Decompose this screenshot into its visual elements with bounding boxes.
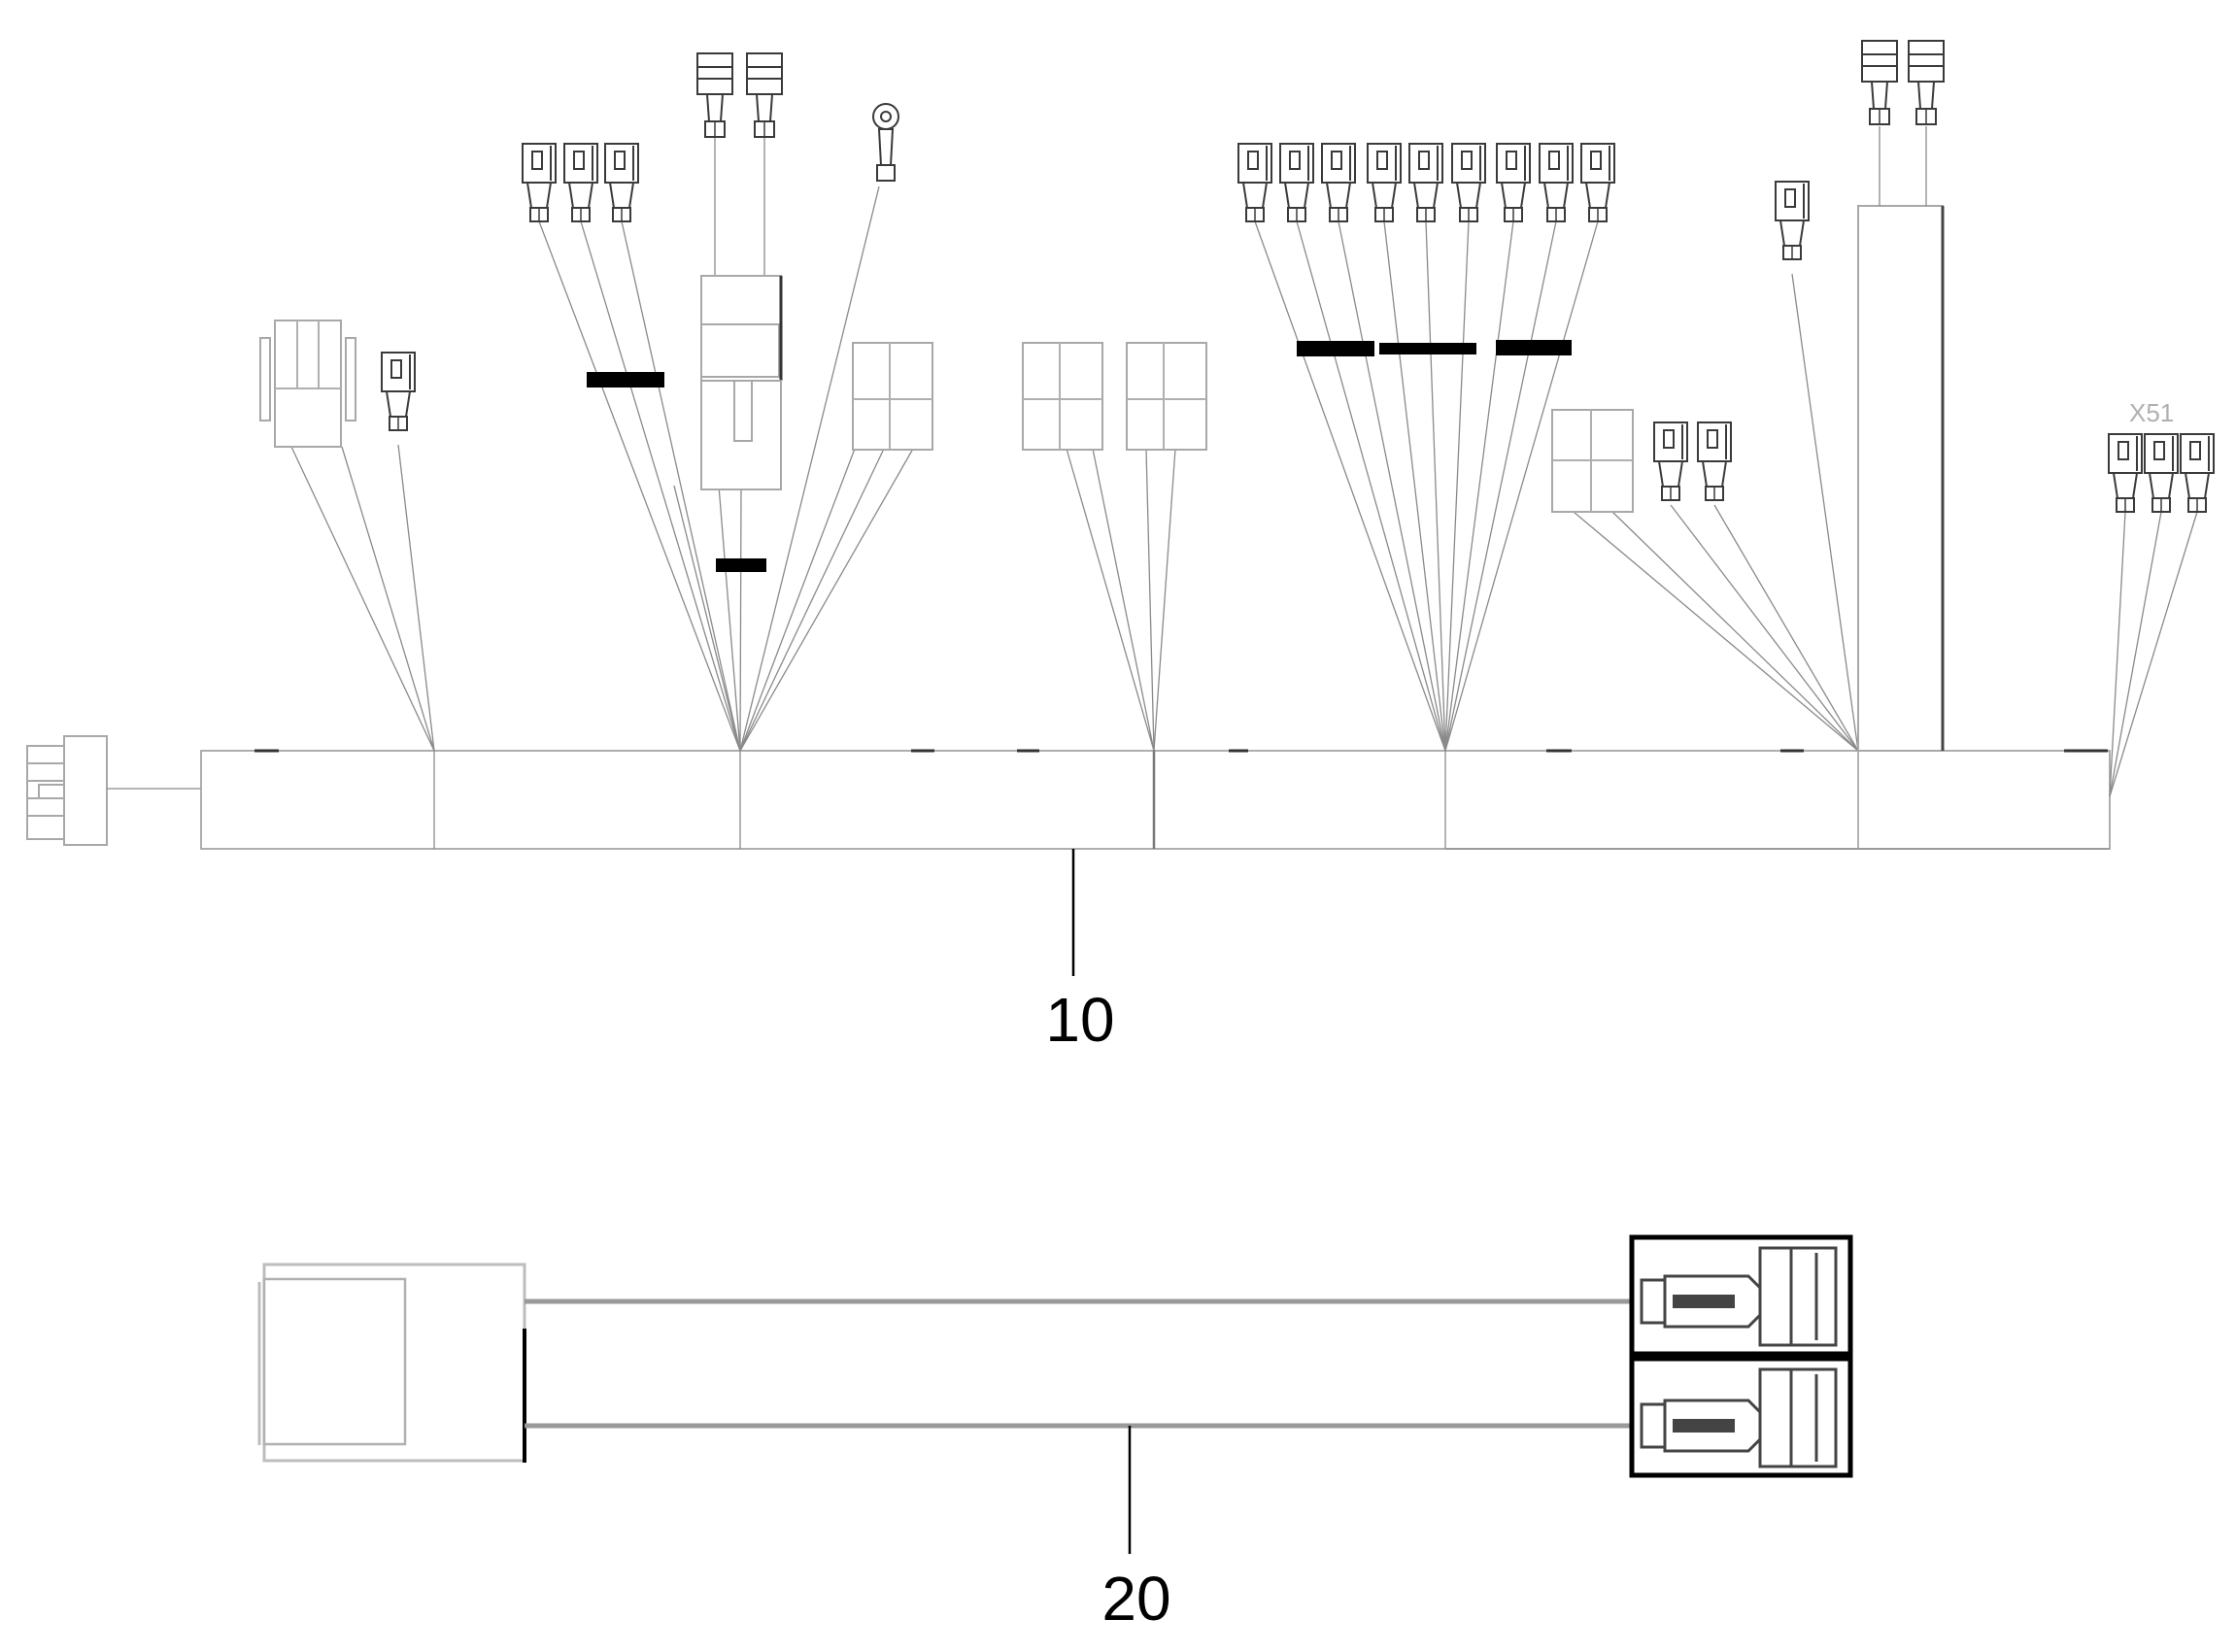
branch-5 bbox=[1551, 40, 1945, 752]
harness-20: 20 bbox=[257, 1234, 1853, 1634]
connector-label-x51: X51 bbox=[2129, 398, 2174, 427]
callout-20: 20 bbox=[1101, 1426, 1171, 1634]
ring-terminal bbox=[872, 103, 899, 182]
callout-label: 10 bbox=[1045, 985, 1114, 1055]
adapter-connector-left bbox=[257, 1263, 526, 1463]
harness-trunk bbox=[200, 749, 2111, 850]
cable-tie bbox=[1379, 343, 1476, 354]
callout-label: 20 bbox=[1101, 1564, 1170, 1634]
branch-1 bbox=[259, 320, 435, 752]
branch-2 bbox=[522, 52, 933, 752]
branch-6: X51 bbox=[2108, 398, 2215, 797]
branch-4 bbox=[1237, 143, 1615, 752]
connector-2-cavity-small bbox=[1551, 409, 1634, 513]
dual-terminal-block bbox=[1629, 1234, 1853, 1478]
tall-sleeve bbox=[1857, 126, 1945, 752]
branch-3 bbox=[1022, 342, 1207, 752]
cable-tie bbox=[587, 372, 664, 388]
cable-tie bbox=[716, 558, 766, 572]
end-connector-left bbox=[26, 735, 201, 846]
cable-tie bbox=[1496, 340, 1572, 355]
callout-10: 10 bbox=[1045, 849, 1115, 1055]
connector-3-pin bbox=[259, 320, 356, 448]
cable-tie bbox=[1297, 341, 1374, 356]
relay-connector-stack bbox=[700, 136, 783, 490]
harness-10: X51 10 bbox=[26, 40, 2215, 1055]
